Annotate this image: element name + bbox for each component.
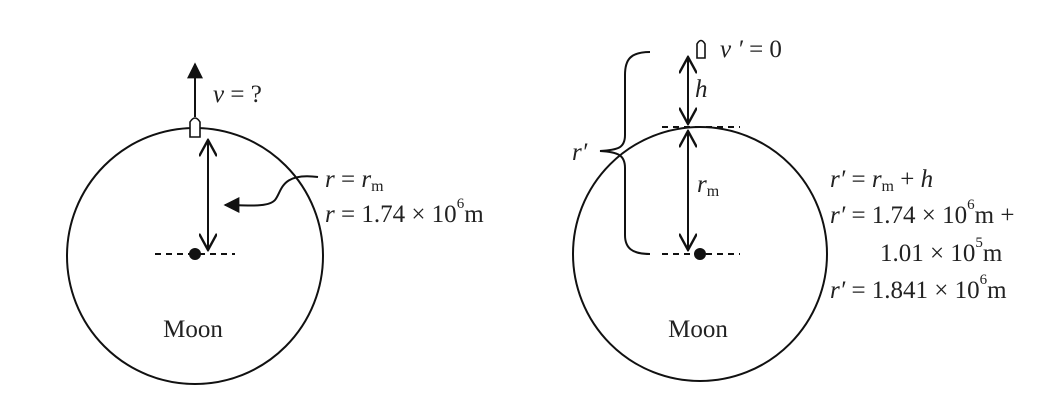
radius-label: rm xyxy=(697,171,720,200)
moon-center-dot xyxy=(694,248,706,260)
right-panel: v ′ = 0 h rm r′ r′ = rm + h r′ = 1.74 × … xyxy=(572,36,1014,382)
velocity-label: v = ? xyxy=(213,81,262,108)
altitude-label: h xyxy=(695,76,708,103)
equation-line-4: r′ = 1.841 × 106m xyxy=(830,272,1007,304)
velocity-label: v ′ = 0 xyxy=(720,36,782,63)
rocket-icon xyxy=(189,117,201,138)
r-prime-label: r′ xyxy=(572,139,588,166)
r-prime-brace xyxy=(599,51,651,255)
equation-line-2: r′ = 1.74 × 106m + xyxy=(830,197,1014,229)
moon-label: Moon xyxy=(668,316,728,343)
radius-label-value: r = 1.74 × 106m xyxy=(325,196,484,228)
moon-label: Moon xyxy=(163,316,223,343)
left-panel: v = ? r = rm r = 1.74 × 106m Moon xyxy=(66,62,484,385)
pointer-arrow xyxy=(223,175,319,214)
equation-line-1: r′ = rm + h xyxy=(830,166,933,195)
rocket-icon xyxy=(696,39,706,59)
radius-label-symbolic: r = rm xyxy=(325,166,384,195)
equation-line-3: 1.01 × 105m xyxy=(880,235,1003,267)
moon-center-dot xyxy=(189,248,201,260)
